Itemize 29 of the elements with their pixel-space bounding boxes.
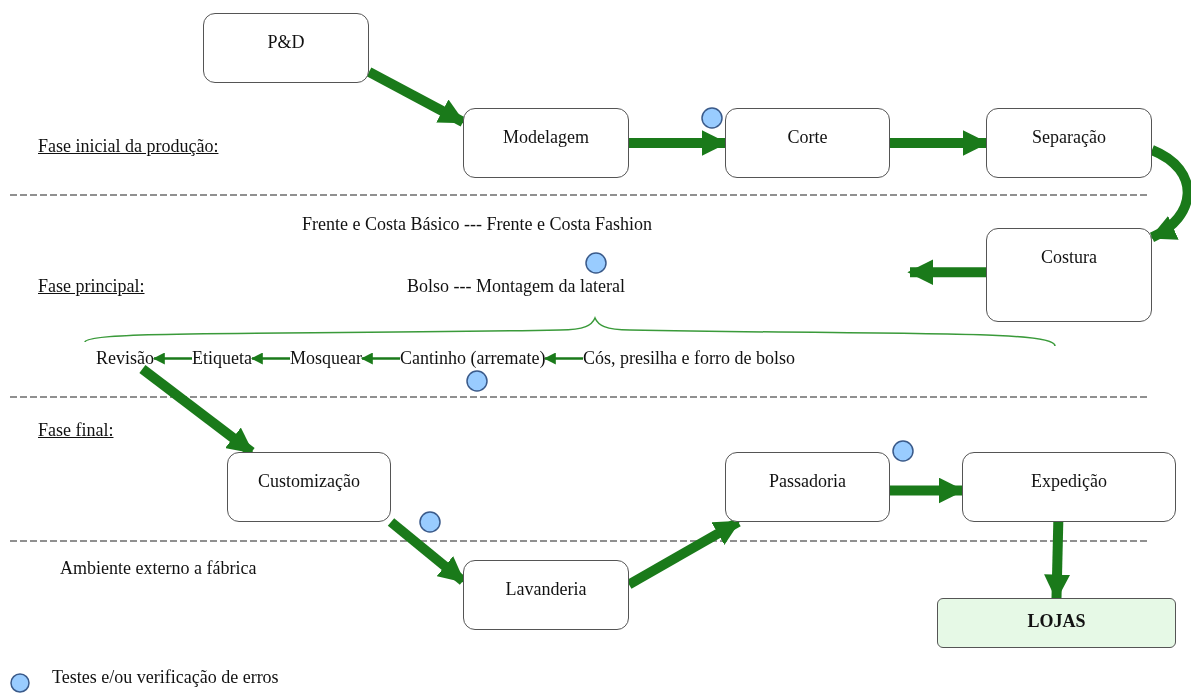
step-label: Etiqueta (192, 348, 252, 369)
arrow (366, 67, 466, 127)
arrow (907, 259, 986, 286)
arrow (152, 352, 192, 365)
process-box: Lavanderia (463, 560, 629, 630)
arrow (360, 352, 400, 365)
arrow (543, 352, 583, 365)
process-box: Expedição (962, 452, 1176, 522)
process-box: Customização (227, 452, 391, 522)
process-box: P&D (203, 13, 369, 83)
process-box: Costura (986, 228, 1152, 322)
note-text: Ambiente externo a fábrica (60, 558, 257, 579)
process-box: Corte (725, 108, 890, 178)
note-text: Frente e Costa Básico --- Frente e Costa Fashion (302, 214, 652, 235)
process-box: Passadoria (725, 452, 890, 522)
step-label: Mosquear (290, 348, 362, 369)
step-label: Cós, presilha e forro de bolso (583, 348, 795, 369)
phase-label: Fase final: (38, 420, 114, 441)
step-label: Cantinho (arremate) (400, 348, 546, 369)
arrow (1149, 145, 1191, 242)
destination-box: LOJAS (937, 598, 1176, 648)
arrow (250, 352, 290, 365)
legend-text: Testes e/ou verificação de erros (52, 667, 279, 688)
phase-label: Fase inicial da produção: (38, 136, 219, 157)
step-label: Revisão (96, 348, 154, 369)
process-box: Separação (986, 108, 1152, 178)
phase-label: Fase principal: (38, 276, 145, 297)
process-box: Modelagem (463, 108, 629, 178)
note-text: Bolso --- Montagem da lateral (407, 276, 625, 297)
